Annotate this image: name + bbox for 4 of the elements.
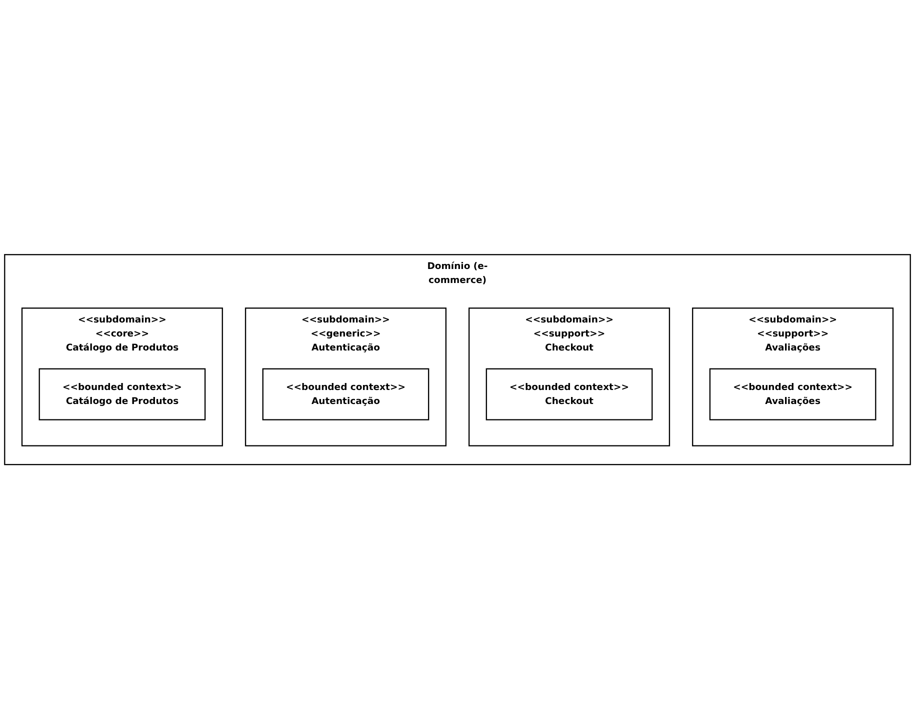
node-box: <<bounded context>> Checkout <box>486 368 653 420</box>
node-box: <<bounded context>> Avaliações <box>709 368 876 420</box>
node-box: <<bounded context>> Catálogo de Produtos <box>38 368 206 420</box>
node-box: <<bounded context>> Autenticação <box>262 368 430 420</box>
